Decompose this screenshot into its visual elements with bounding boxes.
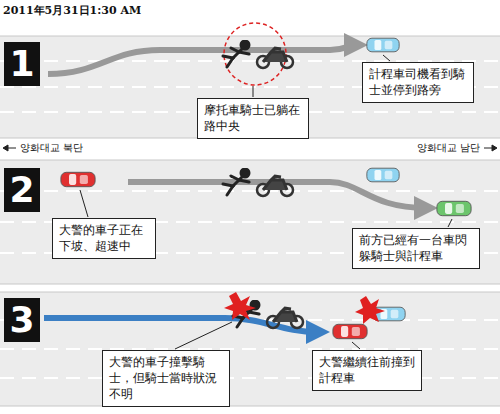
callout-box: 計程車司機看到騎士並停到路旁 [362, 62, 474, 103]
bridge-label: 양화대교 북단 [18, 141, 85, 155]
diagram-title: 2011年5月31日1:30 AM [3, 3, 141, 18]
callout-number: 1 [4, 42, 40, 86]
callout-text: 計程車司機看到騎士並停到路旁 [369, 66, 467, 98]
callout-box: 摩托車騎士已躺在路中央 [197, 98, 309, 139]
callout-box: 大警的車子撞擊騎士，但騎士當時狀況不明 [102, 350, 230, 407]
callout-box: 大警的車子正在下坡、超速中 [52, 218, 156, 259]
callout-box: 大警繼續往前撞到計程車 [312, 350, 422, 391]
callout-text: 摩托車騎士已躺在路中央 [204, 102, 302, 134]
callout-text: 大警繼續往前撞到計程車 [319, 354, 415, 386]
callout-text: 前方已經有一台車閃躲騎士與計程車 [359, 232, 473, 264]
panel-number: 2 [4, 168, 40, 212]
callout-box: 前方已經有一台車閃躲騎士與計程車 [352, 228, 480, 269]
callout-text: 大警的車子撞擊騎士，但騎士當時狀況不明 [109, 354, 223, 403]
callout-text: 大警的車子正在下坡、超速中 [59, 222, 149, 254]
callout-number: 3 [4, 298, 40, 342]
panel-number: 1 [4, 42, 40, 86]
panel-number: 3 [4, 298, 40, 342]
bridge-label: 양화대교 남단 [415, 141, 482, 155]
callout-number: 2 [4, 168, 40, 212]
